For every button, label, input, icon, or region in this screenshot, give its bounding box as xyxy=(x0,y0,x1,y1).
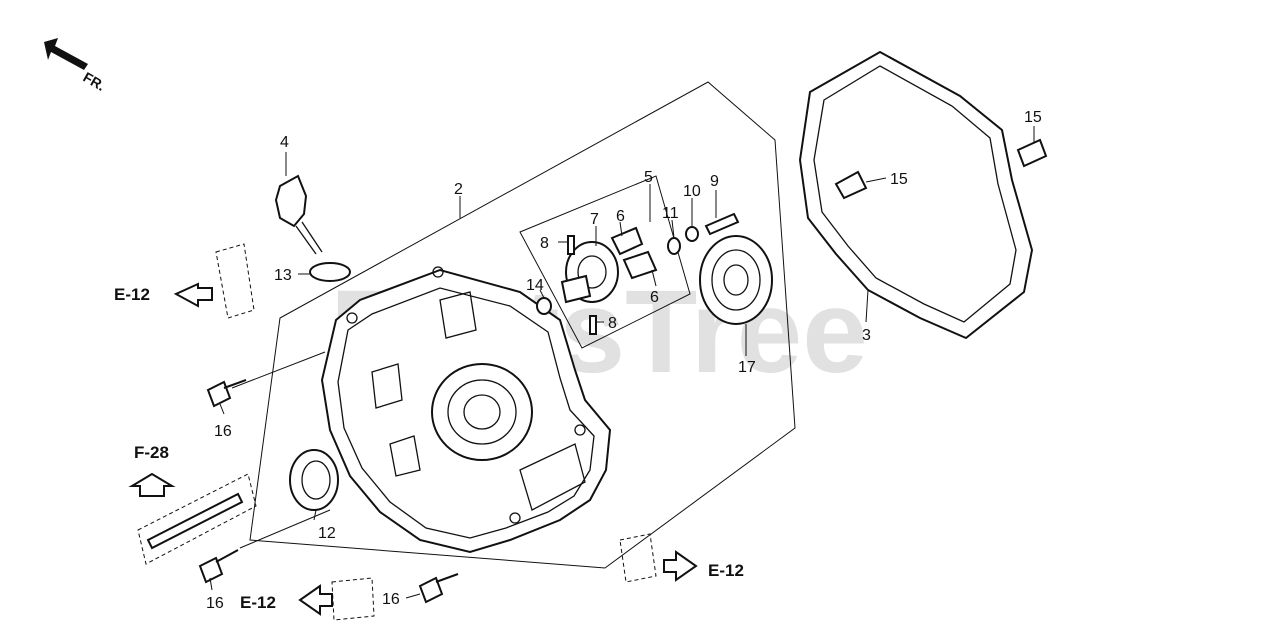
callout-14: 14 xyxy=(526,277,544,294)
reference-label-e12-left: E-12 xyxy=(114,285,150,304)
oil-pump-group-box xyxy=(519,175,691,349)
leader-lines xyxy=(209,126,1035,599)
oil-seal xyxy=(289,449,339,511)
stud-bolt xyxy=(146,492,244,550)
reference-label-e12-right: E-12 xyxy=(708,561,744,580)
shaft-9 xyxy=(704,212,740,236)
callout-15-center: 15 xyxy=(890,171,908,188)
callout-2: 2 xyxy=(454,181,463,198)
callout-6-lower: 6 xyxy=(650,289,659,306)
reference-arrow-left-icon xyxy=(173,282,213,308)
callout-16-upper: 16 xyxy=(214,423,232,440)
callout-3: 3 xyxy=(862,327,871,344)
callout-11: 11 xyxy=(662,205,679,222)
callout-16-lower-center: 16 xyxy=(382,591,400,608)
reference-arrow-bottom-icon xyxy=(298,584,333,616)
dowel-pin-center xyxy=(834,170,868,200)
stud-bolt-box xyxy=(137,473,257,565)
flange-bolt-upper xyxy=(206,379,247,408)
callout-17: 17 xyxy=(738,359,756,376)
front-direction-label: FR. xyxy=(81,69,109,94)
reference-arrow-up-icon xyxy=(128,472,176,497)
bolt-reference-box-bottom xyxy=(331,577,375,621)
callout-16-lower-left: 16 xyxy=(206,595,224,612)
callout-10: 10 xyxy=(683,183,701,200)
dowel-pin-right xyxy=(1016,138,1048,168)
callout-7: 7 xyxy=(590,211,599,228)
washer-10 xyxy=(685,226,699,242)
governor-weight-upper xyxy=(610,226,644,256)
reference-label-e12-bottom: E-12 xyxy=(240,593,276,612)
callout-8-lower: 8 xyxy=(608,315,617,332)
bolt-reference-box-upper xyxy=(215,243,255,319)
bearing xyxy=(699,235,773,325)
gasket xyxy=(798,50,1034,340)
oil-level-gauge xyxy=(274,174,323,255)
crankcase-cover xyxy=(320,266,612,554)
flange-bolt-lower-center xyxy=(418,573,459,604)
callout-5: 5 xyxy=(644,169,653,186)
callout-9: 9 xyxy=(710,173,719,190)
callout-13: 13 xyxy=(274,267,292,284)
reference-arrow-right-icon xyxy=(663,550,698,582)
assembly-boundary xyxy=(249,81,796,569)
callout-4: 4 xyxy=(280,134,289,151)
clip-11 xyxy=(667,237,681,255)
reference-label-f28: F-28 xyxy=(134,443,169,462)
pin-lower xyxy=(589,315,597,335)
washer-14 xyxy=(536,297,552,315)
callout-12: 12 xyxy=(318,525,336,542)
o-ring xyxy=(309,262,351,282)
callout-6-upper: 6 xyxy=(616,208,625,225)
front-direction-arrow-icon xyxy=(44,38,88,70)
callout-8-upper: 8 xyxy=(540,235,549,252)
pin-upper xyxy=(567,235,575,255)
bolt-reference-box-right xyxy=(619,533,657,583)
callout-15-right: 15 xyxy=(1024,109,1042,126)
governor-weight-lower xyxy=(622,250,658,280)
flange-bolt-lower-left xyxy=(198,549,239,584)
governor-gear-assembly xyxy=(560,241,619,304)
